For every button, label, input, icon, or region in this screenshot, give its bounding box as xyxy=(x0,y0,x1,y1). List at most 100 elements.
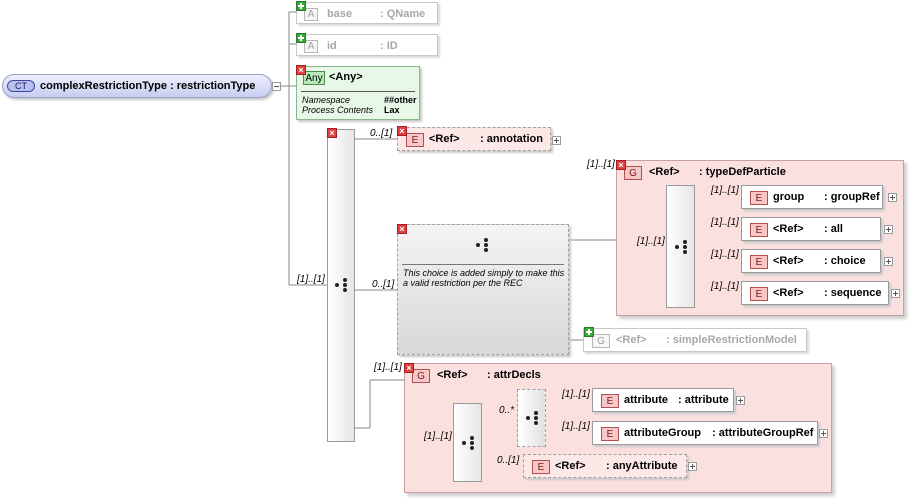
element-letter-icon: E xyxy=(406,133,424,147)
cardinality-typedef: [1]..[1] xyxy=(587,159,615,170)
element-name: attributeGroup xyxy=(624,427,701,439)
element-group[interactable]: E group : groupRef xyxy=(741,185,883,209)
sequence-icon xyxy=(335,278,349,292)
attribute-name: id xyxy=(327,40,337,52)
process-contents-label: Process Contents xyxy=(302,105,374,115)
cardinality-attr-choice: 0..* xyxy=(499,405,515,416)
cardinality-choice: 0..[1] xyxy=(372,279,395,290)
expand-attributegroup-toggle[interactable] xyxy=(819,429,828,438)
expand-all-toggle[interactable] xyxy=(884,225,893,234)
element-type: : attribute xyxy=(678,394,729,406)
element-letter-icon: E xyxy=(750,287,768,301)
process-contents-value: Lax xyxy=(384,105,400,115)
group-name: <Ref> xyxy=(616,334,647,346)
element-type: : all xyxy=(824,223,843,235)
cardinality-sequence: [1]..[1] xyxy=(711,281,739,292)
group-letter-icon: G xyxy=(412,369,430,383)
namespace-label: Namespace xyxy=(302,95,351,105)
remove-x-icon: × xyxy=(616,160,626,170)
element-letter-icon: E xyxy=(601,427,619,441)
element-name: <Ref> xyxy=(429,133,460,145)
attribute-name: base xyxy=(327,8,353,20)
remove-x-icon: × xyxy=(397,126,407,136)
element-name: group xyxy=(773,191,805,203)
choice-icon xyxy=(476,238,490,252)
attribute-id[interactable]: A id : ID xyxy=(296,34,438,56)
cardinality-group: [1]..[1] xyxy=(711,185,739,196)
element-name: <Ref> xyxy=(555,460,586,472)
element-type: : choice xyxy=(824,255,866,267)
expand-choice-toggle[interactable] xyxy=(884,257,893,266)
typedef-choice-compositor[interactable] xyxy=(666,185,695,308)
group-simplerestrictionmodel[interactable]: G <Ref> : simpleRestrictionModel xyxy=(583,328,807,352)
element-name: <Ref> xyxy=(773,287,804,299)
expand-annotation-toggle[interactable] xyxy=(552,136,561,145)
element-type: : sequence xyxy=(824,287,882,299)
any-title: <Any> xyxy=(329,71,363,83)
attrdecls-sequence-compositor[interactable] xyxy=(453,403,482,482)
choice-icon xyxy=(526,411,540,425)
choice-note: This choice is added simply to make this… xyxy=(403,268,565,288)
element-type: : annotation xyxy=(480,133,543,145)
any-badge: Any xyxy=(303,71,325,85)
element-type: : attributeGroupRef xyxy=(712,427,814,439)
group-type: : typeDefParticle xyxy=(699,166,786,178)
element-name: <Ref> xyxy=(773,255,804,267)
remove-x-icon: × xyxy=(404,363,414,373)
element-name: attribute xyxy=(624,394,668,406)
group-type: : simpleRestrictionModel xyxy=(666,334,797,346)
element-all[interactable]: E <Ref> : all xyxy=(741,217,881,241)
main-sequence-compositor[interactable] xyxy=(327,129,355,442)
expand-sequence-toggle[interactable] xyxy=(891,289,900,298)
expand-group-toggle[interactable] xyxy=(888,193,897,202)
complex-type-badge: CT xyxy=(7,80,35,92)
element-letter-icon: E xyxy=(601,394,619,408)
remove-x-icon: × xyxy=(327,128,337,138)
cardinality-typedef-seq: [1]..[1] xyxy=(637,236,665,247)
cardinality-attributegroup: [1]..[1] xyxy=(562,421,590,432)
attribute-letter-icon: A xyxy=(304,40,318,53)
any-attribute-box[interactable]: Any <Any> Namespace ##other Process Cont… xyxy=(296,66,420,120)
attr-choice-compositor[interactable] xyxy=(517,389,546,447)
element-letter-icon: E xyxy=(750,223,768,237)
attribute-type: : ID xyxy=(380,40,398,52)
element-choice[interactable]: E <Ref> : choice xyxy=(741,249,881,273)
choice-divider xyxy=(402,264,564,265)
attribute-type: : QName xyxy=(380,8,426,20)
sequence-icon xyxy=(462,436,476,450)
root-complex-type[interactable]: CT complexRestrictionType : restrictionT… xyxy=(2,74,272,98)
cardinality-attrdecls-seq: [1]..[1] xyxy=(424,431,452,442)
expand-attribute-toggle[interactable] xyxy=(736,396,745,405)
attribute-base[interactable]: A base : QName xyxy=(296,2,438,24)
cardinality-anyattribute: 0..[1] xyxy=(497,455,520,466)
cardinality-attribute: [1]..[1] xyxy=(562,389,590,400)
choice-compositor[interactable]: This choice is added simply to make this… xyxy=(397,224,569,355)
root-label: complexRestrictionType : restrictionType xyxy=(40,80,256,92)
cardinality-all: [1]..[1] xyxy=(711,217,739,228)
element-letter-icon: E xyxy=(750,191,768,205)
group-letter-icon: G xyxy=(592,334,610,348)
optional-plus-icon xyxy=(296,1,306,11)
any-divider xyxy=(301,91,415,92)
optional-plus-icon xyxy=(296,33,306,43)
cardinality-choice-item: [1]..[1] xyxy=(711,249,739,260)
element-anyattribute[interactable]: E <Ref> : anyAttribute xyxy=(523,454,687,478)
element-name: <Ref> xyxy=(773,223,804,235)
element-type: : groupRef xyxy=(824,191,880,203)
group-name: <Ref> xyxy=(437,369,468,381)
element-sequence[interactable]: E <Ref> : sequence xyxy=(741,281,889,305)
element-letter-icon: E xyxy=(750,255,768,269)
element-attributegroup[interactable]: E attributeGroup : attributeGroupRef xyxy=(592,421,818,445)
cardinality-main-seq: [1]..[1] xyxy=(297,274,325,285)
optional-plus-icon xyxy=(584,327,594,337)
expand-anyattribute-toggle[interactable] xyxy=(688,462,697,471)
element-annotation[interactable]: E <Ref> : annotation xyxy=(397,127,551,151)
element-letter-icon: E xyxy=(532,460,550,474)
element-attribute[interactable]: E attribute : attribute xyxy=(592,388,734,412)
attribute-letter-icon: A xyxy=(304,8,318,21)
namespace-value: ##other xyxy=(384,95,417,105)
cardinality-attrdecls: [1]..[1] xyxy=(374,362,402,373)
root-collapse-toggle[interactable] xyxy=(272,82,281,91)
group-letter-icon: G xyxy=(624,166,642,180)
choice-icon xyxy=(675,240,689,254)
